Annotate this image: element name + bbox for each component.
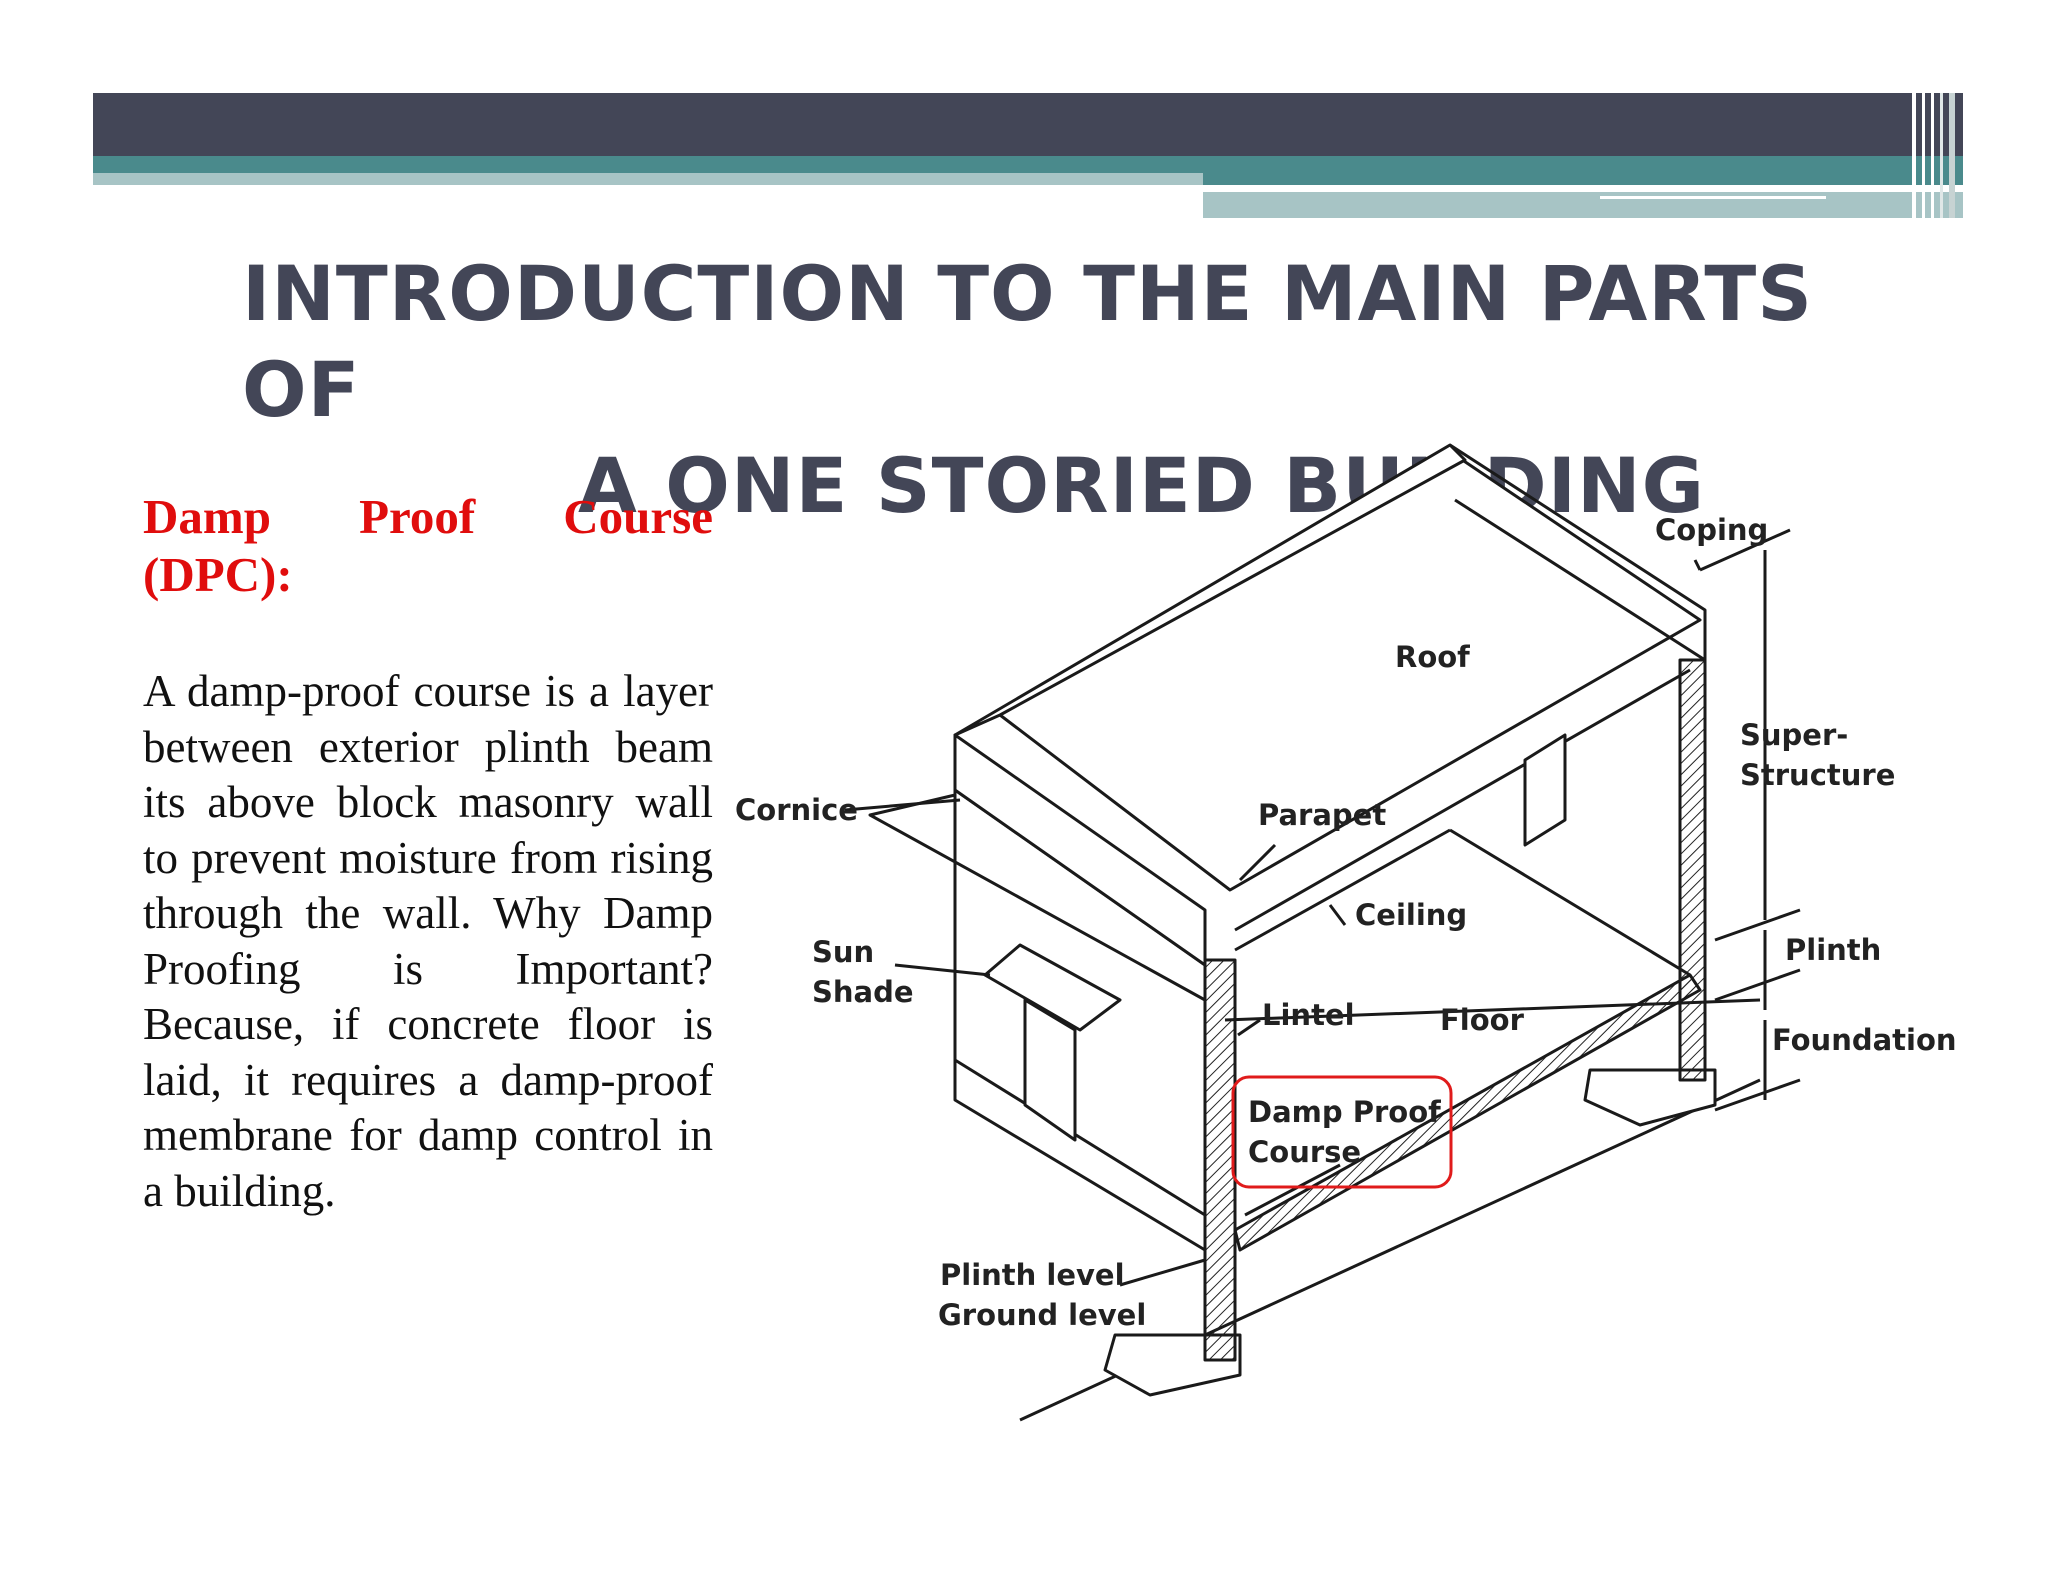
label-roof: Roof xyxy=(1395,640,1470,674)
leader-parapet xyxy=(1238,843,1277,882)
label-sun: Sun xyxy=(812,935,874,969)
ceiling-line xyxy=(1234,668,1691,932)
interior-back-edge xyxy=(1449,828,1691,977)
header-banner xyxy=(93,93,1963,218)
leader-sun-shade xyxy=(894,963,991,977)
dim-tick-1 xyxy=(1699,528,1791,572)
slide-title: INTRODUCTION TO THE MAIN PARTS OF A ONE … xyxy=(180,246,1840,534)
banner-dark-bar xyxy=(93,93,1963,156)
leader-dpc xyxy=(1244,1163,1341,1217)
banner-teal-step xyxy=(1203,173,1963,185)
label-parapet: Parapet xyxy=(1258,798,1386,832)
label-shade: Shade xyxy=(812,975,914,1009)
side-window xyxy=(1023,998,1077,1142)
label-damp-proof: Damp Proof xyxy=(1248,1095,1441,1129)
dpc-highlight-box xyxy=(1231,1075,1453,1189)
building-diagram: Coping Roof Super- Structure Cornice Par… xyxy=(735,443,1957,1422)
label-floor: Floor xyxy=(1440,1003,1525,1037)
parapet-right xyxy=(1449,443,1707,662)
label-ceiling: Ceiling xyxy=(1355,898,1467,932)
leader-cornice xyxy=(844,798,961,812)
leader-levels xyxy=(1119,1258,1206,1287)
leader-lintel xyxy=(1237,1018,1261,1037)
label-lintel: Lintel xyxy=(1262,998,1355,1032)
section-heading: Damp Proof Course (DPC): xyxy=(143,489,713,602)
parapet-back xyxy=(953,443,1467,737)
floor-slab xyxy=(1233,973,1702,1252)
label-plinth-level: Plinth level xyxy=(940,1258,1125,1292)
title-line-1: INTRODUCTION TO THE MAIN PARTS OF xyxy=(242,249,1813,434)
label-super: Super- xyxy=(1740,718,1848,752)
banner-light-step xyxy=(1203,185,1823,192)
back-window xyxy=(1523,733,1567,847)
plinth-band xyxy=(954,1058,1206,1217)
banner-light-bar xyxy=(93,173,1203,185)
label-structure: Structure xyxy=(1740,758,1895,792)
label-course: Course xyxy=(1248,1135,1361,1169)
dim-tick-3 xyxy=(1714,968,1801,1002)
label-plinth: Plinth xyxy=(1785,933,1881,967)
label-foundation: Foundation xyxy=(1772,1023,1957,1057)
sun-shade xyxy=(983,943,1122,1032)
label-cornice: Cornice xyxy=(735,793,858,827)
banner-white-line xyxy=(1600,196,1826,199)
label-coping: Coping xyxy=(1655,513,1768,547)
label-ground-level: Ground level xyxy=(938,1298,1146,1332)
front-wall-section xyxy=(1203,958,1237,1362)
leader-ceiling xyxy=(1328,904,1347,926)
right-wall-section xyxy=(1678,658,1707,1082)
dim-tick-2 xyxy=(1714,908,1801,942)
banner-light-step-2 xyxy=(1203,192,1963,218)
banner-teal-bar xyxy=(93,156,1963,173)
banner-end-stripes xyxy=(1912,93,1955,218)
dim-tick-4 xyxy=(1714,1078,1801,1112)
leader-coping xyxy=(1693,559,1702,571)
diagram-labels: Coping Roof Super- Structure Cornice Par… xyxy=(735,513,1957,1332)
body-paragraph: A damp-proof course is a layer between e… xyxy=(143,666,713,1216)
interior-back-edge-2 xyxy=(1234,828,1451,952)
